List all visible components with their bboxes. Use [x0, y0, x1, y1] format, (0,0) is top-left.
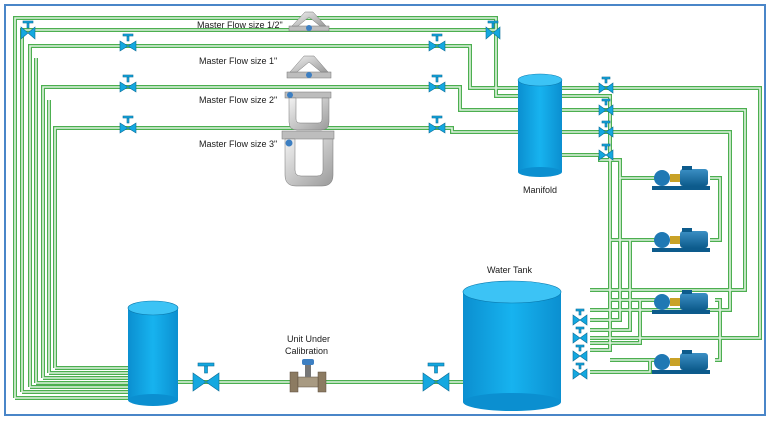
valve-main-right [422, 362, 450, 392]
label-manifold: Manifold [523, 185, 558, 195]
valve-manifold-1 [598, 76, 614, 94]
diagram-frame [4, 4, 766, 416]
valve-main-left [192, 362, 220, 392]
label-uuc-line2: Calibration [285, 346, 329, 356]
pump-4 [652, 350, 710, 374]
valve-manifold-3 [598, 120, 614, 138]
meter-2-inch [284, 91, 332, 131]
label-meter-2: Master Flow size 2" [199, 95, 278, 105]
unit-under-calibration [289, 359, 327, 393]
water-tank [462, 280, 562, 411]
meter-1-inch [286, 55, 332, 79]
valve-tank-2 [572, 326, 588, 344]
label-meter-1: Master Flow size 1" [199, 56, 278, 66]
valve-right-2 [428, 74, 446, 93]
pump-2 [652, 228, 710, 252]
valve-right-1 [428, 33, 446, 52]
label-uuc-line1: Unit Under [287, 334, 331, 344]
valve-group [20, 20, 614, 392]
pump-3 [652, 290, 710, 314]
meter-3-inch [281, 130, 335, 187]
valve-left-3 [119, 115, 137, 134]
valve-left-1 [119, 33, 137, 52]
label-water-tank: Water Tank [487, 265, 533, 275]
valve-manifold-4 [598, 143, 614, 161]
valve-tank-3 [572, 344, 588, 362]
pipe-network [13, 16, 762, 400]
valve-right-half [485, 20, 501, 40]
manifold-tank [517, 73, 563, 177]
pump-1 [652, 166, 710, 190]
valve-manifold-2 [598, 98, 614, 116]
reference-tank [127, 300, 179, 406]
valve-tank-4 [572, 362, 588, 380]
valve-left-half [20, 20, 36, 40]
meter-half-inch [288, 11, 330, 32]
label-meter-half: Master Flow size 1/2" [197, 20, 283, 30]
valve-tank-1 [572, 308, 588, 326]
valve-left-2 [119, 74, 137, 93]
label-meter-3: Master Flow size 3" [199, 139, 278, 149]
valve-right-3 [428, 115, 446, 134]
